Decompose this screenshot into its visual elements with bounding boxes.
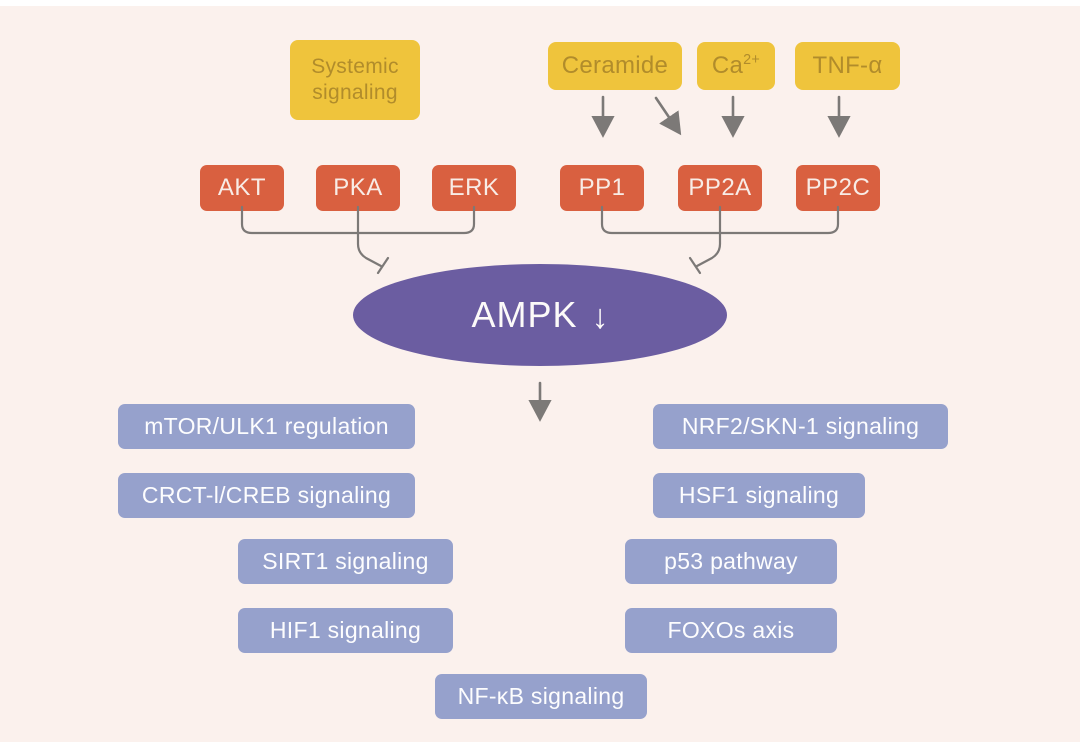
node-label: PP1 xyxy=(578,174,626,201)
node-p53: p53 pathway xyxy=(625,539,837,584)
node-ampk: AMPK ↓ xyxy=(353,264,727,366)
ampk-label: AMPK xyxy=(471,294,578,335)
node-label: PP2A xyxy=(688,174,752,201)
node-systemic-signaling: Systemic signaling xyxy=(290,40,420,120)
node-label: mTOR/ULK1 regulation xyxy=(144,413,389,439)
node-pp2c: PP2C xyxy=(796,165,880,211)
node-label: NF-κB signaling xyxy=(457,683,625,709)
node-hif1: HIF1 signaling xyxy=(238,608,453,653)
node-sirt1: SIRT1 signaling xyxy=(238,539,453,584)
node-label: NRF2/SKN-1 signaling xyxy=(681,413,920,439)
node-ceramide: Ceramide xyxy=(548,42,682,90)
node-akt: AKT xyxy=(200,165,284,211)
node-erk: ERK xyxy=(432,165,516,211)
node-mtor-ulk1: mTOR/ULK1 regulation xyxy=(118,404,415,449)
node-label: Ca2+ xyxy=(711,52,761,79)
node-label: Systemic signaling xyxy=(311,55,399,104)
down-trend-icon: ↓ xyxy=(591,297,609,336)
node-hsf1: HSF1 signaling xyxy=(653,473,865,518)
node-label: PP2C xyxy=(805,174,871,201)
node-label: p53 pathway xyxy=(664,548,798,574)
node-label: AKT xyxy=(217,174,267,201)
node-calcium: Ca2+ xyxy=(697,42,775,90)
node-foxos: FOXOs axis xyxy=(625,608,837,653)
node-label: PKA xyxy=(333,174,383,201)
node-label: TNF-α xyxy=(812,52,883,79)
node-nfkb: NF-κB signaling xyxy=(435,674,647,719)
node-tnf-alpha: TNF-α xyxy=(795,42,900,90)
node-label: FOXOs axis xyxy=(667,617,795,643)
diagram-canvas: Systemic signaling Ceramide Ca2+ TNF-α A… xyxy=(0,6,1080,742)
node-label: Ceramide xyxy=(561,52,669,79)
node-nrf2-skn1: NRF2/SKN-1 signaling xyxy=(653,404,948,449)
node-pp1: PP1 xyxy=(560,165,644,211)
node-label: CRCT-l/CREB signaling xyxy=(141,482,392,508)
node-label: SIRT1 signaling xyxy=(262,548,429,574)
node-label: HIF1 signaling xyxy=(269,617,422,643)
node-label: HSF1 signaling xyxy=(678,482,840,508)
node-crct-creb: CRCT-l/CREB signaling xyxy=(118,473,415,518)
node-pka: PKA xyxy=(316,165,400,211)
node-label: ERK xyxy=(448,174,500,201)
node-pp2a: PP2A xyxy=(678,165,762,211)
